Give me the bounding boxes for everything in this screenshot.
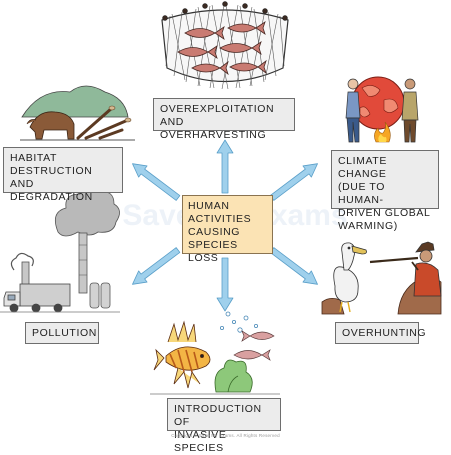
central-box: HUMAN ACTIVITIES CAUSING SPECIES LOSS bbox=[182, 195, 273, 264]
arrow-upleft bbox=[132, 163, 181, 201]
climate-change-icon bbox=[345, 76, 419, 143]
habitat-box: HABITAT DESTRUCTION AND DEGRADATION bbox=[3, 147, 123, 203]
copyright: Copyright © Save My Exams. All Rights Re… bbox=[171, 433, 280, 438]
truck bbox=[3, 283, 71, 313]
overhunting-icon bbox=[321, 241, 442, 315]
arrows bbox=[132, 139, 318, 312]
arrow-downright bbox=[269, 247, 318, 285]
pollution-icon bbox=[0, 188, 120, 313]
arrow-up bbox=[216, 139, 234, 194]
arrow-down bbox=[216, 257, 234, 312]
lionfish bbox=[153, 320, 211, 389]
invasive-species-box: INTRODUCTION OF INVASIVE SPECIES bbox=[167, 398, 281, 454]
climate-change-box: CLIMATE CHANGE (DUE TO HUMAN- DRIVEN GLO… bbox=[331, 150, 439, 232]
diagram-canvas: Save My Exams bbox=[0, 1, 442, 395]
person-right bbox=[401, 78, 419, 143]
arrow-downleft bbox=[132, 247, 181, 285]
dodo-bird bbox=[333, 242, 367, 313]
overhunting-box: OVERHUNTING bbox=[335, 322, 426, 344]
hunter bbox=[369, 241, 442, 297]
invasive-species-icon bbox=[150, 311, 280, 395]
fishing-net-icon bbox=[161, 1, 289, 90]
small-fish bbox=[233, 330, 275, 361]
pollution-box: POLLUTION bbox=[25, 322, 99, 344]
arrow-upright bbox=[269, 163, 318, 201]
habitat-destruction-icon bbox=[20, 85, 135, 141]
person-left bbox=[345, 78, 361, 143]
overexploitation-box: OVEREXPLOITATION AND OVERHARVESTING bbox=[153, 98, 295, 141]
